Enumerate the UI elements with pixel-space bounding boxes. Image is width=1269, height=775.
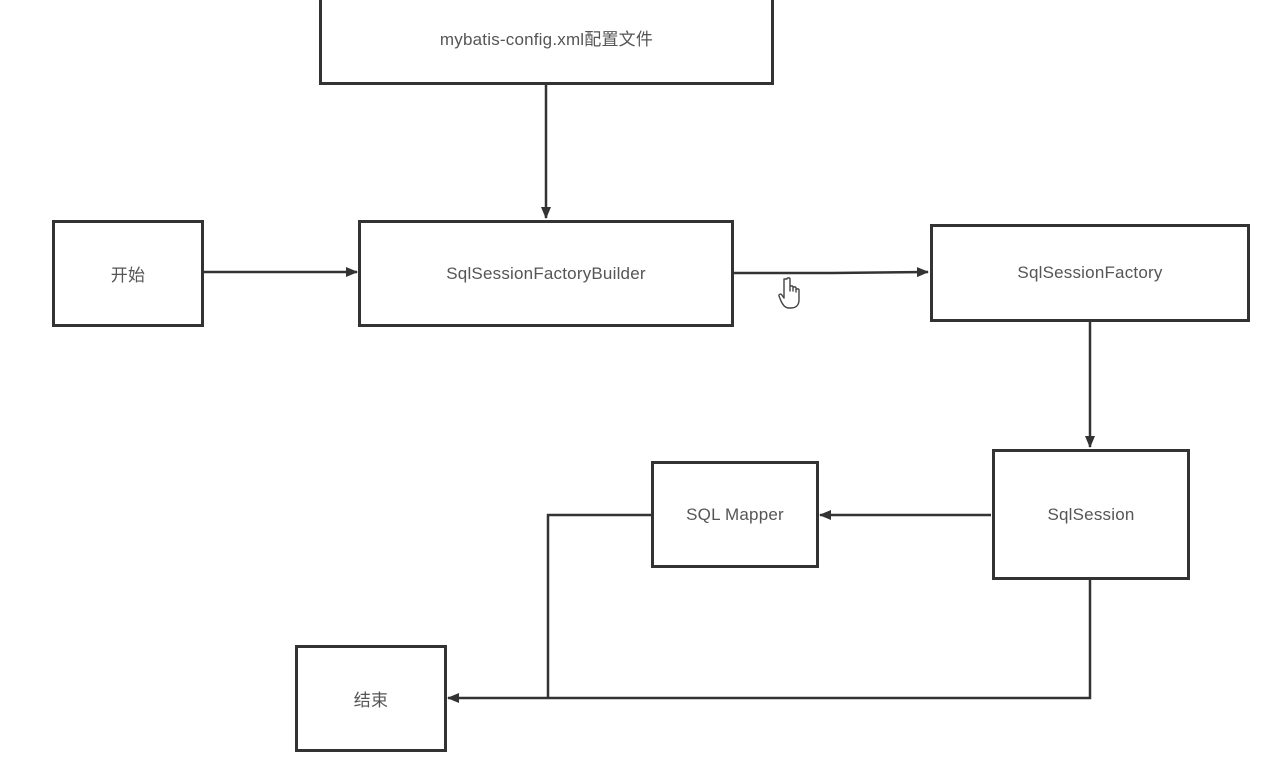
edge-session-to-end (447, 579, 1092, 703)
edge-builder-to-factory (734, 267, 929, 278)
node-sql-mapper[interactable]: SQL Mapper (651, 461, 819, 568)
node-label: SqlSessionFactoryBuilder (446, 263, 646, 283)
node-label: 开始 (110, 266, 146, 285)
node-label: SqlSession (1047, 504, 1135, 524)
node-start[interactable]: 开始 (52, 220, 204, 327)
node-sqlsessionfactory[interactable]: SqlSessionFactory (930, 224, 1250, 322)
node-mybatis-config[interactable]: mybatis-config.xml配置文件 (319, 0, 774, 85)
edge-mapper-to-end (546, 513, 651, 698)
node-sqlsession[interactable]: SqlSession (992, 449, 1190, 580)
node-label: mybatis-config.xml配置文件 (439, 30, 654, 49)
hand-pointer-icon (778, 276, 804, 312)
node-label: 结束 (353, 691, 389, 710)
node-label: SQL Mapper (686, 504, 784, 524)
node-end[interactable]: 结束 (295, 645, 447, 752)
node-label: SqlSessionFactory (1017, 263, 1163, 282)
node-sqlsessionfactorybuilder[interactable]: SqlSessionFactoryBuilder (358, 220, 734, 327)
